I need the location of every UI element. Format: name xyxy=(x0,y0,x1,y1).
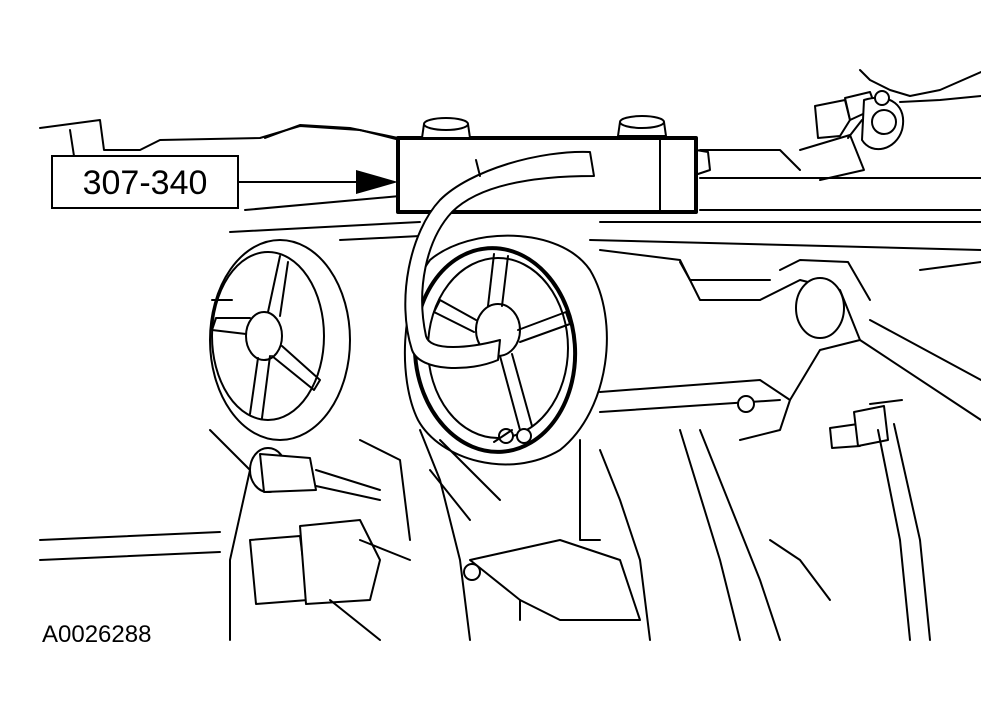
right-throttle-bore xyxy=(403,234,608,466)
upper-manifold-outline xyxy=(39,119,981,301)
callout-box xyxy=(51,155,239,209)
lower-brackets xyxy=(419,259,981,641)
left-throttle-bore xyxy=(209,239,351,441)
callout: 307-340 xyxy=(51,155,398,209)
sensor-connector xyxy=(799,69,981,181)
left-fittings xyxy=(39,429,411,641)
figure-id: A0026288 xyxy=(42,621,151,648)
callout-label: 307-340 xyxy=(83,164,208,202)
tool-307-340 xyxy=(396,115,711,369)
